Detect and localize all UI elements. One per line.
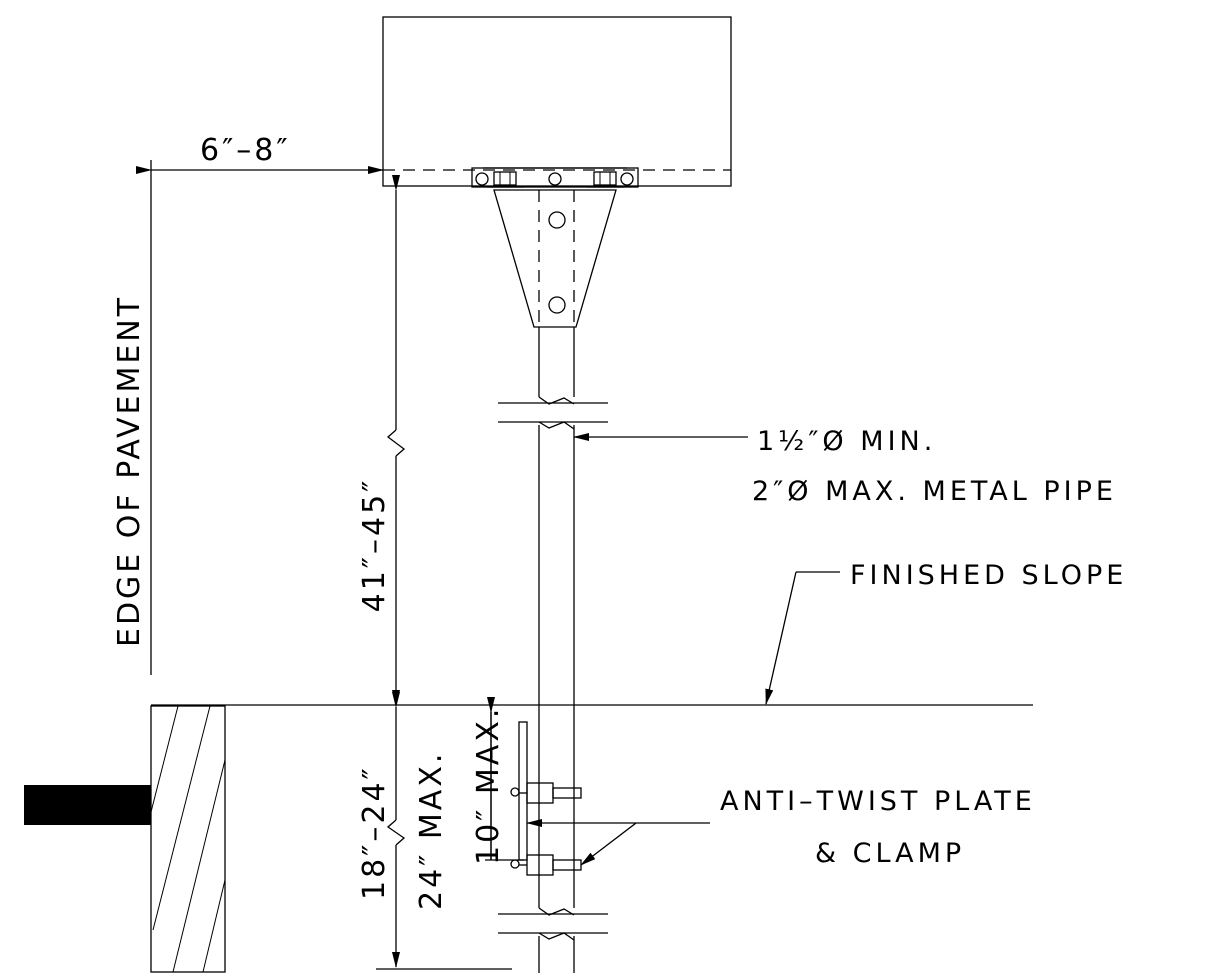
anti-twist-plate [510, 721, 528, 869]
anti-twist-label-line1: ANTI–TWIST PLATE [720, 786, 1036, 817]
anti-twist-leader [526, 819, 710, 866]
mount-height-label: 41″–45″ [357, 478, 392, 613]
pipe-note-line1: 1½″Ø MIN. [757, 426, 936, 457]
edge-of-pavement-label: EDGE OF PAVEMENT [112, 295, 147, 647]
break-symbol-upper [498, 396, 608, 430]
break-symbol-lower [498, 907, 608, 941]
embed-depth-label: 18″–24″ [357, 765, 392, 900]
reflector-head [382, 16, 732, 187]
offset-dimension-label: 6″–8″ [200, 133, 291, 168]
embed-max-label: 24″ MAX. [414, 751, 449, 910]
barrier-block [150, 705, 226, 973]
plate-max-label: 10″ MAX. [471, 706, 506, 865]
finished-slope-label: FINISHED SLOPE [850, 560, 1127, 591]
anti-twist-label-line2: & CLAMP [815, 838, 965, 869]
clamp-upper [519, 782, 582, 804]
plate-dimension [485, 697, 524, 861]
finished-slope-leader [765, 571, 840, 705]
bolt-left [487, 171, 524, 188]
metal-pipe-post [538, 327, 575, 973]
bolt-right [587, 171, 624, 188]
clamp-lower [519, 854, 582, 876]
mount-height-dimension [386, 175, 406, 706]
barrier-rail-stub [24, 785, 151, 825]
embed-depth-dimension [376, 692, 512, 970]
pipe-note-line2: 2″Ø MAX. METAL PIPE [752, 476, 1117, 507]
mounting-bracket [471, 167, 639, 328]
